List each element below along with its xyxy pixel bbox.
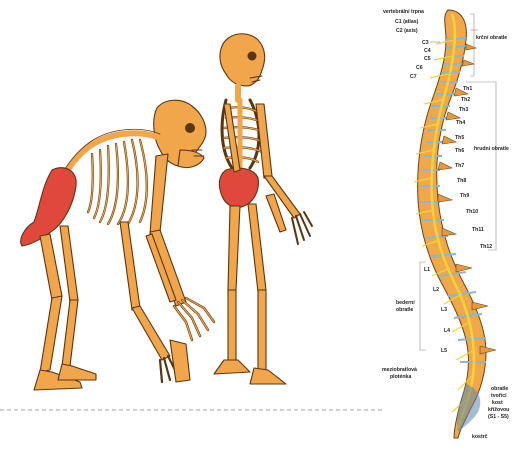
ape-wrist [170,340,190,382]
label-c1: C1 (atlas) [395,19,418,25]
ape-thigh [40,234,62,300]
label-th11: Th11 [472,227,484,233]
label-c6: C6 [416,65,423,71]
human-foot [214,360,250,374]
label-sacral-2: tvořící [491,393,507,399]
ape-far-arm [120,222,140,310]
label-l1: L1 [424,267,430,273]
label-th12: Th12 [480,244,492,250]
label-lumbar-1: bederní [396,300,415,306]
label-th2: Th2 [461,97,470,103]
label-c5: C5 [424,56,431,62]
label-th5: Th5 [455,135,464,141]
label-c4: C4 [424,48,431,54]
ape-shin [40,296,62,372]
label-th8: Th8 [457,178,466,184]
label-c2: C2 (axis) [396,28,418,34]
label-sacral-4: křížovou [488,407,509,413]
label-thoracic: hrudní obratle [474,146,509,152]
label-sacral-5: (S1 - S5) [488,414,509,420]
label-l2: L2 [433,287,439,293]
label-disc-2: ploténka [390,374,411,380]
human-eye-socket [248,52,257,61]
label-l3: L3 [441,307,447,313]
human-shin-2 [258,290,266,370]
label-l5: L5 [441,348,447,354]
label-th7: Th7 [455,163,464,169]
ape-shin-2 [62,300,78,366]
label-cervical: krční obratle [476,35,507,41]
label-th6: Th6 [455,148,464,154]
human-shin [228,290,236,360]
human-pelvis [219,168,258,207]
label-sacral-3: kost [492,400,503,406]
human-skeleton [214,34,312,384]
ape-eye-socket [185,123,195,133]
human-foot-2 [250,368,286,384]
human-thigh-2 [248,204,266,292]
human-thigh [228,206,240,290]
label-vertebral-canal: vertebrální trpna [383,9,424,15]
spinal-column [418,10,486,438]
label-coccyx: kostrč [472,434,488,440]
ape-upper-arm [150,154,168,234]
label-l4: L4 [444,328,450,334]
ape-skeleton [21,100,214,390]
label-th1: Th1 [463,86,472,92]
ape-jaw [178,150,204,168]
label-th10: Th10 [466,209,478,215]
label-c7: C7 [410,74,417,80]
label-lumbar-2: obratle [396,307,413,313]
label-th9: Th9 [460,193,469,199]
spine-diagram [414,10,496,438]
label-disc-1: meziobratlová [382,367,417,373]
label-sacral-1: obratle [491,386,508,392]
human-skull [220,34,265,86]
label-th3: Th3 [459,107,468,113]
ape-far-forearm [132,306,170,360]
label-th4: Th4 [456,120,465,126]
label-c3: C3 [422,40,429,46]
ape-thigh-2 [60,226,78,302]
ape-foot-2 [58,364,96,380]
